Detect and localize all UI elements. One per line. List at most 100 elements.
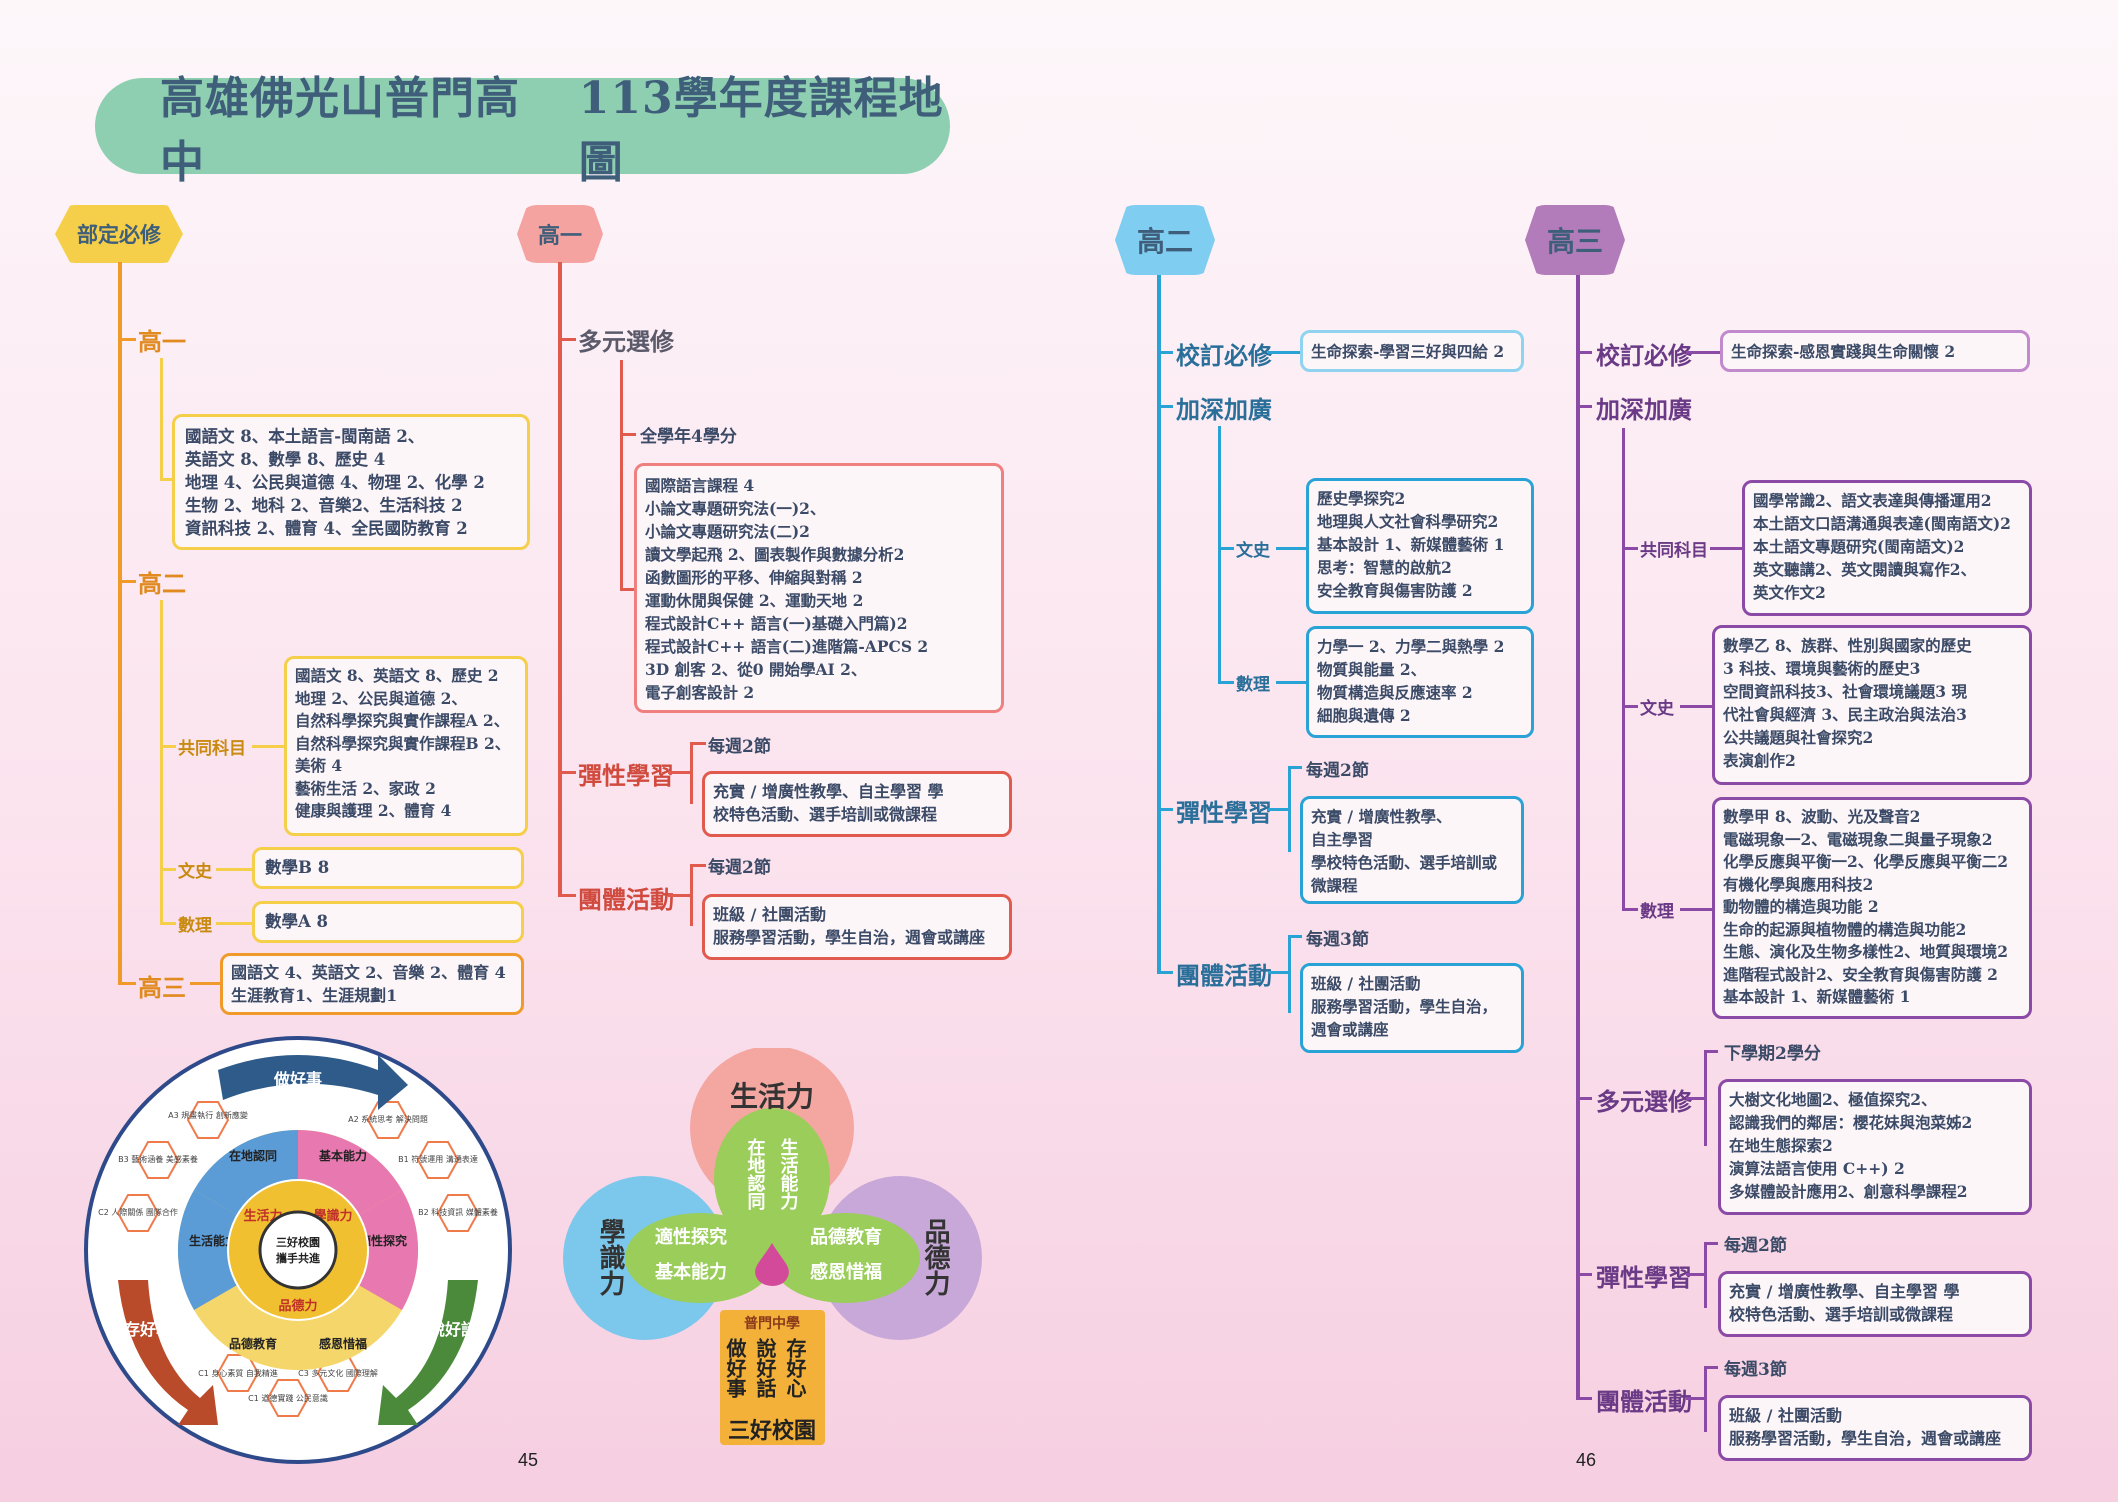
required-shuli-label: 數理 [178,916,212,936]
center-line-1: 三好校園 [276,1235,320,1249]
connector [118,338,136,341]
header-required: 部定必修 [55,205,183,263]
g2-group-label: 團體活動 [1176,961,1272,990]
g2-deep-label: 加深加廣 [1176,395,1272,424]
hex-badge-b3: B3 藝術涵養 美感素養 [118,1141,198,1179]
g2-shuli-label: 數理 [1236,675,1270,695]
clover-l1: 適性探究 [655,1226,727,1248]
core-competency-wheel: A3 規畫執行 創新應變 B3 藝術涵養 美感素養 C2 人際關係 團隊合作 A… [84,1036,512,1464]
clover-b2: 說好話 [753,1337,777,1399]
g3-flex-note: 每週2節 [1724,1236,1787,1256]
g3-group-label: 團體活動 [1596,1387,1692,1416]
connector [558,894,576,897]
g1-group-label: 團體活動 [578,885,674,914]
clover-b3: 存好心 [783,1337,807,1398]
top-arrow-shape [218,1055,408,1110]
connector [1218,547,1234,550]
connector [1622,908,1638,911]
g1-multi-label: 多元選修 [578,327,674,356]
connector [668,894,692,897]
connector [1276,681,1310,684]
left-arrow-shape [118,1280,218,1425]
required-common-label: 共同科目 [178,739,246,759]
connector [1680,908,1716,911]
clover-r1: 品德教育 [810,1226,882,1248]
motto-tablet [720,1310,825,1445]
connector [1680,705,1716,708]
clover-school-name: 普門中學 [744,1315,800,1332]
hex-badge-c2: C2 人際關係 團隊合作 [98,1194,178,1232]
clover-graphic: 生活力 學識力 品德力 在地認同 生活能力 適性探究 基本能力 品德教育 感恩惜… [563,1048,982,1445]
connector [1576,1273,1592,1276]
g1-flex-note: 每週2節 [708,737,771,757]
connector [160,478,180,481]
connector [216,868,256,871]
ring-label-3: 品德教育 [229,1336,277,1351]
g3-school-label: 校訂必修 [1596,341,1692,370]
connector [690,742,706,745]
clover-b1: 做好事 [723,1337,747,1399]
g1-group-note: 每週2節 [708,858,771,878]
required-g3-label: 高三 [138,973,186,1002]
required-g2-label: 高二 [138,569,186,598]
page-number-left: 45 [518,1450,539,1470]
connector [1268,808,1290,811]
ring-label-5: 適性探究 [359,1233,407,1248]
g1-fullyear-note: 全學年4學分 [640,427,737,447]
g1-flex-box: 充實 / 增廣性教學、自主學習 學校特色活動、選手培訓或微課程 [702,771,1012,837]
g3-deep-label: 加深加廣 [1596,395,1692,424]
top-arrow-label: 做好事 [273,1070,322,1089]
header-g2: 高二 [1115,205,1215,275]
connector [1288,766,1302,769]
connector [558,338,576,341]
connector [1576,405,1592,408]
hex-badge-a3: A3 規畫執行 創新應變 [168,1101,248,1139]
g2-flex-note: 每週2節 [1306,761,1369,781]
connector [190,982,222,985]
connector [1704,1242,1718,1245]
connector [1686,1273,1706,1276]
connector [1622,547,1638,550]
required-wenshi-box: 數學B 8 [252,847,524,889]
connector [1157,351,1173,354]
clover-t1: 在地認同 [745,1137,766,1211]
hex-badge-a2: A2 系統思考 解決問題 [348,1101,428,1139]
svg-text:C3 多元文化 國際理解: C3 多元文化 國際理解 [298,1368,378,1378]
connector [690,864,706,867]
clover-right-label: 品德力 [920,1218,950,1297]
school-name: 高雄佛光山普門高中 [160,73,520,188]
connector [160,922,176,925]
connector [1622,428,1625,908]
clover-left-label: 學識力 [595,1218,625,1297]
connector [1268,971,1290,974]
connector [558,771,576,774]
ring-label-2: 生活能力 [189,1233,237,1248]
connector [1218,426,1221,681]
connector [1576,1097,1592,1100]
g1-flex-label: 彈性學習 [578,761,674,790]
svg-text:A2 系統思考 解決問題: A2 系統思考 解決問題 [348,1114,428,1124]
clover-top-label: 生活力 [730,1080,814,1113]
g2-group-note: 每週3節 [1306,930,1369,950]
center-line-2: 攜手共進 [276,1251,321,1265]
lotus-icon [755,1243,789,1286]
right-arrow-label: 說好話 [429,1320,477,1339]
connector [1576,1397,1592,1400]
g2-wenshi-label: 文史 [1236,541,1270,561]
ring-label-1: 在地認同 [229,1148,277,1163]
connector [620,588,638,591]
g1-spine [558,262,562,896]
g2-school-label: 校訂必修 [1176,341,1272,370]
title-banner: 高雄佛光山普門高中 113學年度課程地圖 [95,73,950,188]
page-number-right: 46 [1576,1450,1597,1470]
svg-text:A3 規畫執行 創新應變: A3 規畫執行 創新應變 [168,1110,248,1120]
g2-flex-box: 充實 / 增廣性教學、自主學習學校特色活動、選手培訓或微課程 [1300,796,1524,904]
clover-t2: 生活能力 [778,1137,799,1211]
